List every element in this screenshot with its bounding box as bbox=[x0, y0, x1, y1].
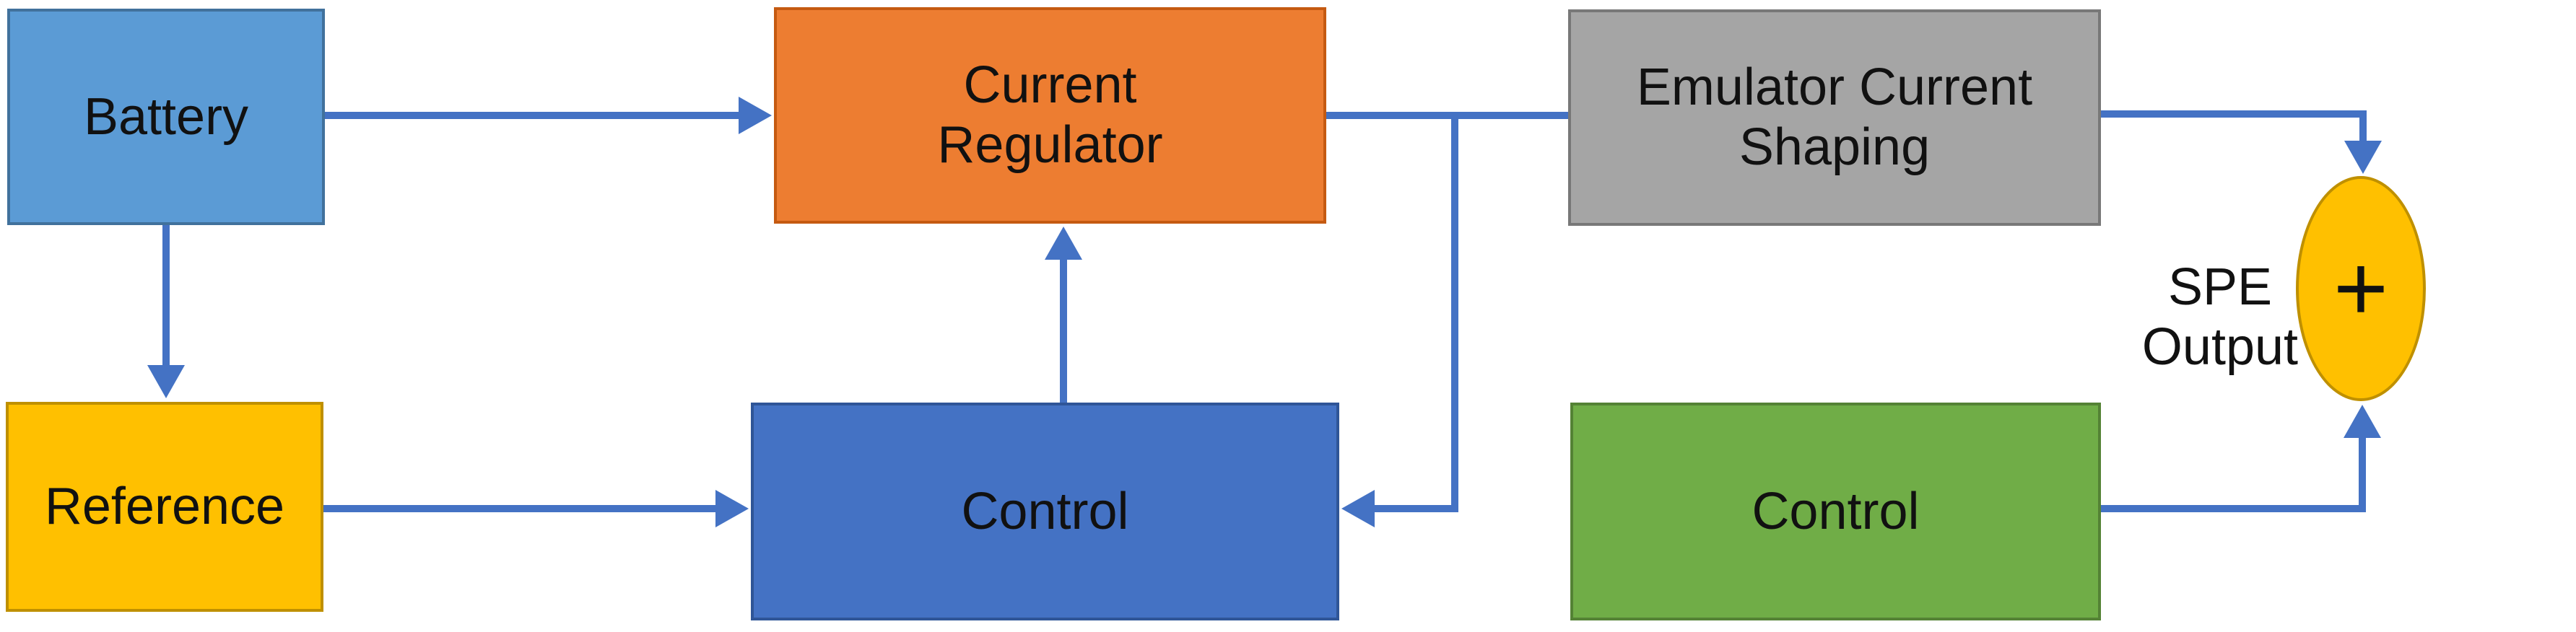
emulator-current-shaping-block: Emulator Current Shaping bbox=[1568, 9, 2101, 226]
control-regulator-block: Control bbox=[751, 403, 1339, 620]
reference-label: Reference bbox=[44, 478, 285, 536]
arrowhead-into-current-regulator-left bbox=[739, 97, 772, 134]
connector-emulator-to-sum bbox=[2101, 110, 2367, 144]
reference-block: Reference bbox=[6, 402, 323, 612]
control-emulator-label: Control bbox=[1752, 482, 1920, 540]
arrowhead-into-control-right bbox=[1341, 490, 1375, 527]
connector-feedback-branch bbox=[1375, 117, 1458, 512]
current-regulator-block: Current Regulator bbox=[774, 7, 1326, 224]
spe-output-label: SPE Output bbox=[2141, 258, 2299, 376]
arrowhead-into-current-regulator-bottom bbox=[1045, 227, 1082, 260]
battery-block: Battery bbox=[7, 9, 325, 225]
arrowhead-into-sum-top bbox=[2344, 141, 2382, 174]
arrowhead-into-reference-top bbox=[147, 365, 185, 398]
emulator-current-shaping-label: Emulator Current Shaping bbox=[1636, 58, 2033, 176]
control-regulator-label: Control bbox=[961, 482, 1129, 540]
connector-green-control-to-sum bbox=[2101, 435, 2366, 512]
current-regulator-label: Current Regulator bbox=[937, 56, 1163, 174]
battery-label: Battery bbox=[83, 87, 249, 146]
sum-junction-plus: + bbox=[2333, 235, 2388, 341]
control-emulator-block: Control bbox=[1570, 403, 2101, 620]
sum-junction-ellipse: + bbox=[2296, 176, 2426, 401]
arrowhead-into-control-left bbox=[715, 490, 749, 527]
arrowhead-into-sum-bottom bbox=[2344, 405, 2381, 438]
